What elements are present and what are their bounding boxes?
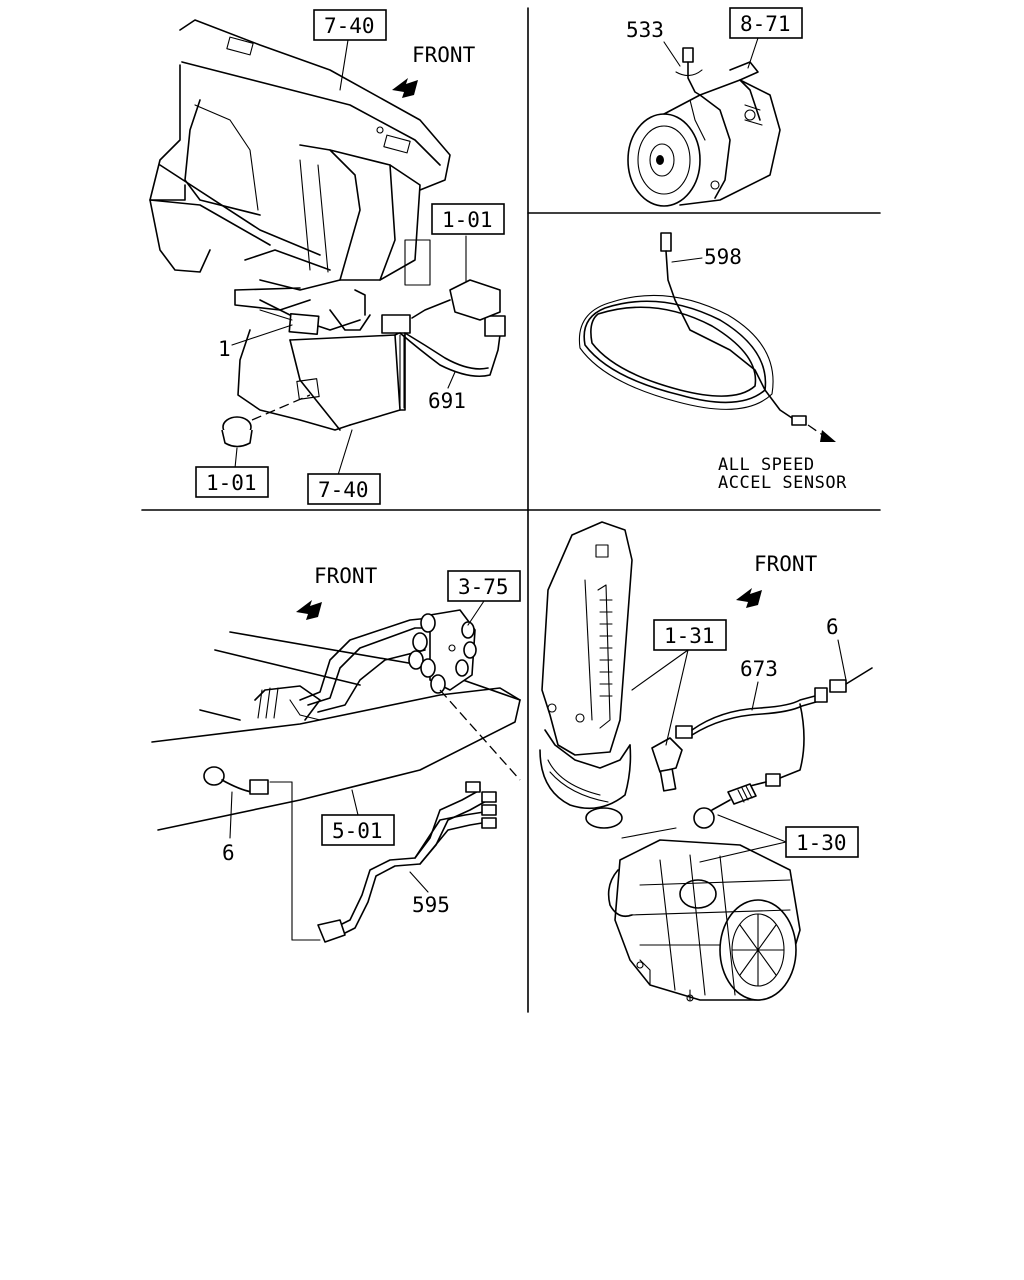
leader-6-bottom-left bbox=[229, 791, 233, 839]
part-number-1: 1 bbox=[218, 337, 231, 361]
ref-8-71: 8-71 bbox=[740, 12, 791, 36]
panel-accel-sensor-harness: 598 ALL SPEED ACCEL SENSOR bbox=[578, 232, 847, 493]
ref-1-01-switch: 1-01 bbox=[442, 208, 493, 232]
front-label-top-left: FRONT bbox=[412, 43, 476, 67]
leader-691 bbox=[447, 371, 456, 389]
air-cleaner-drawing bbox=[607, 839, 801, 1002]
ref-box-7-40-bottom bbox=[307, 473, 381, 505]
ref-box-1-01-switch bbox=[431, 203, 505, 235]
leader-7-40-top bbox=[339, 39, 349, 91]
part-number-691: 691 bbox=[428, 389, 466, 413]
ref-3-75: 3-75 bbox=[458, 575, 509, 599]
leader-595 bbox=[409, 871, 429, 893]
part-number-598: 598 bbox=[704, 245, 742, 269]
part-number-6-bottom-right: 6 bbox=[826, 615, 839, 639]
caption-accel-sensor: ACCEL SENSOR bbox=[718, 473, 847, 493]
panel-compressor: 533 8-71 bbox=[626, 7, 803, 207]
leader-8-71 bbox=[747, 37, 759, 69]
leader-1-30-cleaner bbox=[699, 841, 787, 863]
part-number-533: 533 bbox=[626, 18, 664, 42]
leader-1-31-duct bbox=[631, 649, 689, 691]
part-number-6-bottom-left: 6 bbox=[222, 841, 235, 865]
compressor-drawing bbox=[627, 61, 781, 207]
ref-box-8-71 bbox=[729, 7, 803, 39]
ref-1-01-plug: 1-01 bbox=[206, 471, 257, 495]
front-label-bottom-right: FRONT bbox=[754, 552, 818, 576]
panel-dashboard-switch: FRONT 7-40 1-01 1-01 7-40 1 691 bbox=[149, 9, 506, 505]
leader-3-75 bbox=[467, 600, 485, 626]
ref-box-1-30 bbox=[785, 826, 859, 858]
panel-air-cleaner: FRONT 1-31 1-30 6 673 bbox=[539, 521, 873, 1002]
leader-598 bbox=[671, 257, 703, 263]
leader-7-40-bottom bbox=[337, 429, 353, 476]
air-duct-drawing bbox=[539, 521, 633, 829]
leader-1-30-sensor bbox=[717, 814, 787, 843]
leader-duct-link bbox=[621, 827, 677, 839]
front-label-bottom-left: FRONT bbox=[314, 564, 378, 588]
switch-harness-691-drawing bbox=[381, 235, 506, 409]
harness-595-drawing bbox=[203, 766, 497, 943]
leader-1-31-sensor bbox=[665, 649, 689, 746]
ref-box-1-01-plug bbox=[195, 466, 269, 498]
ref-1-30: 1-30 bbox=[796, 831, 847, 855]
ref-1-31: 1-31 bbox=[664, 624, 715, 648]
part-number-595: 595 bbox=[412, 893, 450, 917]
caption-all-speed: ALL SPEED bbox=[718, 455, 815, 475]
ref-box-5-01 bbox=[321, 814, 395, 846]
leader-5-01 bbox=[351, 789, 359, 816]
front-arrow-icon bbox=[392, 78, 418, 98]
connector-1-drawing bbox=[231, 309, 320, 346]
valve-block-drawing bbox=[408, 609, 477, 694]
front-arrow-icon bbox=[736, 588, 762, 608]
dash-leader-valve bbox=[439, 689, 521, 781]
ref-7-40-top: 7-40 bbox=[324, 14, 375, 38]
sensor-and-harness-673-drawing bbox=[651, 667, 873, 829]
harness-598-drawing bbox=[578, 232, 836, 442]
panel-valve-frame: FRONT 3-75 5-01 6 595 bbox=[151, 564, 521, 943]
brake-pipes-drawing bbox=[289, 617, 433, 721]
ref-box-7-40-top bbox=[313, 9, 387, 41]
ref-7-40-bottom: 7-40 bbox=[318, 478, 369, 502]
part-number-673: 673 bbox=[740, 657, 778, 681]
front-arrow-icon bbox=[296, 600, 322, 620]
ref-box-3-75 bbox=[447, 570, 521, 602]
leader-6-bottom-right bbox=[837, 639, 847, 681]
ref-5-01: 5-01 bbox=[332, 819, 383, 843]
panel-dividers bbox=[141, 7, 881, 1013]
plug-drawing bbox=[221, 394, 311, 469]
ref-box-1-31 bbox=[653, 619, 727, 651]
leader-673 bbox=[751, 681, 759, 711]
wire-533-drawing bbox=[663, 41, 703, 96]
